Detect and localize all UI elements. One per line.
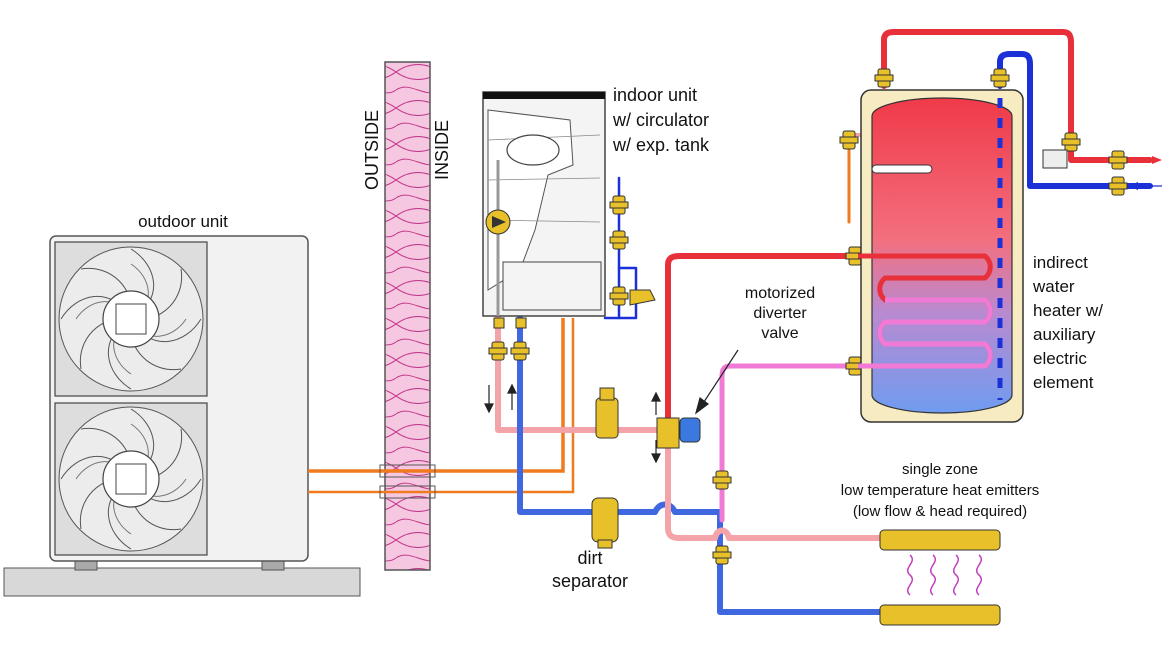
emitters-label-line1: single zone	[902, 461, 978, 478]
dirt-separator-label-line1: dirt	[577, 548, 602, 568]
water-heater-label-line6: element	[1033, 373, 1094, 392]
wall-insulation	[384, 61, 431, 571]
diverter-valve	[656, 417, 701, 449]
diverter-valve-label-line1: motorized	[745, 285, 815, 302]
water-heater-label-line4: auxiliary	[1033, 325, 1096, 344]
wall-sleeve-lower	[379, 485, 436, 499]
refrigerant-lines	[308, 318, 575, 494]
outdoor-unit-label: outdoor unit	[138, 212, 228, 231]
emitters-label-line2: low temperature heat emitters	[841, 482, 1039, 499]
water-heater-label-line3: heater w/	[1033, 301, 1103, 320]
indoor-unit-label-line2: w/ circulator	[612, 110, 709, 130]
outdoor-unit	[49, 235, 309, 562]
diverter-valve-label-line3: valve	[761, 325, 798, 342]
water-heater-label-line5: electric	[1033, 349, 1087, 368]
inside-label: INSIDE	[432, 120, 452, 180]
dirt-separator-label-line2: separator	[552, 571, 628, 591]
emitters-label-line3: (low flow & head required)	[853, 503, 1027, 520]
indirect-water-heater	[858, 89, 1024, 423]
water-heater-label-line2: water	[1032, 277, 1075, 296]
flow-arrows	[484, 156, 1162, 464]
indoor-unit-label-line1: indoor unit	[613, 85, 697, 105]
diverter-valve-label-line2: diverter	[753, 305, 807, 322]
water-piping	[495, 29, 1153, 615]
indoor-unit-label-line3: w/ exp. tank	[612, 135, 710, 155]
electric-element-icon	[871, 164, 933, 174]
expansion-tank-icon	[506, 134, 560, 166]
heat-emitter-manifolds	[879, 529, 1001, 626]
dirt-separator	[591, 497, 619, 549]
indoor-unit	[482, 91, 606, 317]
outside-label: OUTSIDE	[362, 110, 382, 190]
isolation-valves	[488, 68, 1128, 565]
water-heater-label-line1: indirect	[1033, 253, 1088, 272]
ground-slab	[3, 567, 361, 597]
fan-bottom-icon	[58, 406, 204, 552]
fan-top-icon	[58, 246, 204, 392]
air-separator	[595, 387, 619, 439]
wall-sleeve-upper	[379, 464, 436, 478]
